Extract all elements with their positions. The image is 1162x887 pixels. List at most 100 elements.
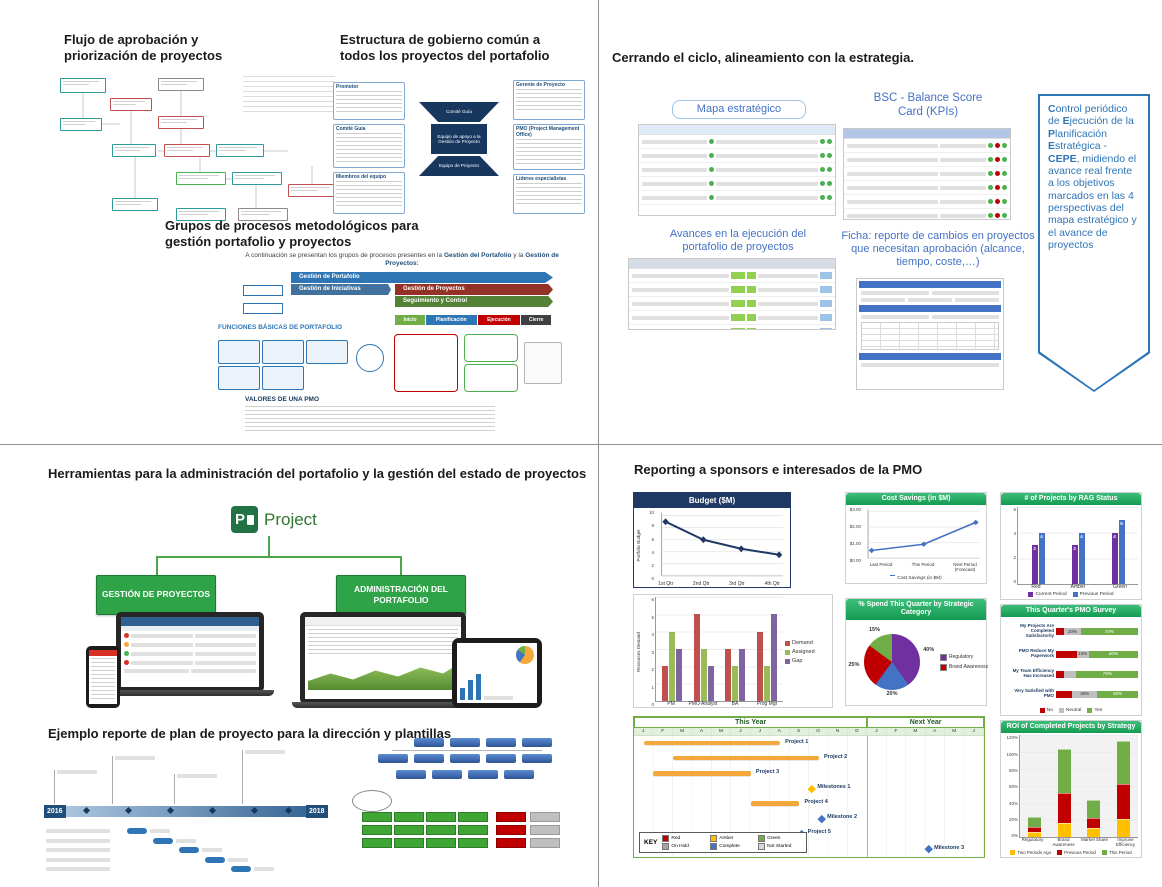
text-placeholder: [940, 213, 986, 218]
status-dot: [988, 185, 993, 190]
y-axis-ticks: 120%100%80%60%40%20%0%: [1003, 735, 1019, 838]
x-category: 1st Qtr: [658, 580, 674, 587]
y-tick: 0: [1013, 579, 1016, 585]
approval-flow-title: Flujo de aprobación y priorización de pr…: [64, 32, 223, 64]
status-dot: [1002, 143, 1007, 148]
month-label: A: [770, 728, 790, 735]
legend-swatch-icon: [1028, 592, 1034, 597]
table-header: [844, 129, 1010, 139]
key-entry: Not Started: [758, 843, 802, 850]
objectives-circle: [356, 344, 384, 372]
duration-chip: [205, 856, 225, 863]
x-category: BA: [731, 700, 739, 707]
pie-graphic: [516, 646, 534, 664]
month-label: J: [964, 728, 984, 735]
y-tick: 20%: [1008, 816, 1018, 822]
month-label: J: [731, 728, 751, 735]
table-row: [639, 177, 835, 191]
timeline-end-year: 2018: [306, 805, 328, 818]
data-label: 4: [1080, 533, 1083, 539]
text-placeholder: [632, 273, 729, 278]
y-tick: $1.00: [849, 541, 861, 547]
text-placeholder: [308, 629, 458, 657]
y-tick: 80%: [1008, 767, 1018, 773]
segment-previous-period: [1028, 826, 1042, 832]
gantt-row: Milestones 1: [634, 781, 984, 796]
text-placeholder: [861, 315, 929, 319]
connector-line: [156, 556, 158, 576]
governance-box-lideres: Líderes especialistas: [513, 174, 585, 214]
progress-cell: [730, 314, 745, 321]
bsc-caption: BSC - Balance Score Card (KPIs): [873, 92, 983, 118]
gantt-row: Project 2: [634, 751, 984, 766]
phase-cierre: Cierre: [521, 315, 552, 325]
pie-label: 15%: [868, 627, 880, 634]
flow-node: [288, 184, 336, 197]
bar-graphic: [460, 688, 465, 700]
x-category: PMO Analyst: [688, 700, 718, 707]
status-dot: [708, 153, 714, 158]
support-box: [524, 342, 562, 384]
legend-item: Neutral: [1058, 708, 1081, 713]
text-placeholder: [757, 287, 818, 292]
key-entry: Green: [758, 835, 802, 842]
strategy-cycle-title: Cerrando el ciclo, alineamiento con la e…: [612, 50, 914, 65]
bar-demand: [757, 631, 764, 701]
activities-box: [464, 364, 518, 392]
data-label: 4: [1113, 533, 1116, 539]
text-placeholder: [194, 651, 256, 656]
status-dot: [1002, 199, 1007, 204]
connector-line: [400, 556, 402, 576]
table-row: [629, 325, 835, 329]
text-placeholder: [336, 180, 402, 207]
text-placeholder: [642, 153, 707, 158]
survey-row-label: Very Satisfied with PMO: [1014, 688, 1054, 698]
progress-cell: [820, 286, 832, 293]
y-tick: 6: [651, 597, 654, 602]
governance-box-comite: Comité Guía: [333, 124, 405, 168]
month-label: M: [945, 728, 965, 735]
progress-cell: [746, 272, 756, 279]
governance-box-label: Líderes especialistas: [516, 176, 567, 182]
table-row: [844, 195, 1010, 209]
month-label: J: [634, 728, 654, 735]
cost-savings-title: Cost Savings (in $M): [846, 493, 986, 506]
app-row: [121, 658, 259, 667]
governance-funnel-bottom: Equipo de Proyecto: [419, 156, 499, 176]
status-dot: [820, 181, 825, 186]
gantt-row: Project 4: [634, 797, 984, 812]
green-node: [458, 825, 488, 835]
segment-two-periods-ago: [1028, 831, 1042, 838]
flow-node: [216, 144, 264, 157]
legend-item: Yes: [1087, 708, 1102, 713]
text-placeholder: [940, 199, 986, 204]
legend-swatch-icon: [1072, 592, 1078, 597]
form-section-bar: [859, 353, 1001, 360]
mapa-estrategico-thumbnail: [638, 124, 836, 216]
status-dot: [995, 213, 1000, 218]
milestone-callout: [112, 756, 155, 804]
text-placeholder: [150, 829, 170, 833]
text-placeholder: [931, 315, 999, 319]
table-row: [639, 149, 835, 163]
task-row: [46, 837, 336, 844]
segment-yes: 70%: [1080, 628, 1138, 636]
y-axis-label: Portfolio Budget: [636, 529, 641, 562]
legend-swatch-icon: [940, 653, 947, 661]
approval-flowchart: [58, 74, 338, 236]
gantt-item-label: Milestones 1: [817, 784, 851, 791]
survey-row-label: My Team Efficiency Has Increased: [1012, 668, 1054, 679]
green-node: [426, 838, 456, 848]
flow-node: [158, 116, 204, 129]
cepe-body: Control periódico de Ejecución de la Pla…: [1040, 96, 1148, 390]
app-toolbar: [121, 626, 259, 631]
text-placeholder: [46, 848, 110, 852]
